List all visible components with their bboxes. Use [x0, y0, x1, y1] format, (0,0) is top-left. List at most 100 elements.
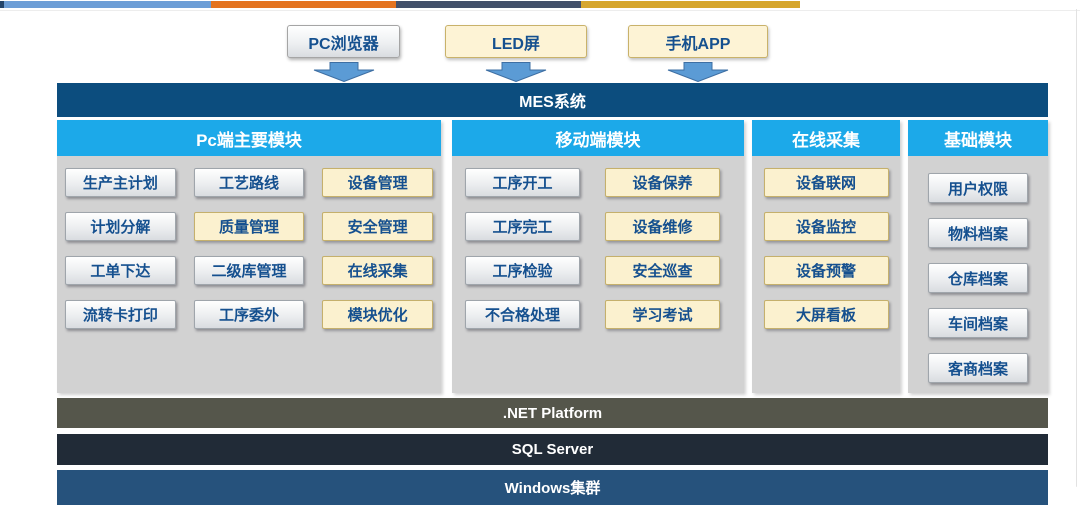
module-button: 工序开工: [465, 168, 580, 197]
module-button-label: 工序委外: [218, 307, 279, 324]
arrow-down-icon: [485, 62, 547, 82]
module-button: 设备预警: [763, 256, 889, 285]
module-button-label: 工艺路线: [218, 175, 279, 192]
mes-system-bar: MES系统: [57, 83, 1048, 117]
panel-online-collection: 在线采集 设备联网设备监控设备预警大屏看板: [752, 120, 900, 393]
module-button: 安全管理: [322, 212, 433, 241]
module-button-label: 学习考试: [632, 307, 693, 324]
module-button: 设备联网: [763, 168, 889, 197]
module-button-label: 大屏看板: [795, 307, 856, 324]
accent-strip-segment: [396, 1, 581, 8]
panel-basic-modules: 基础模块 用户权限物料档案仓库档案车间档案客商档案: [908, 120, 1048, 393]
module-button-label: 设备监控: [795, 219, 856, 236]
panel-basic-modules-header: 基础模块: [908, 120, 1048, 156]
module-button-label: 工序开工: [492, 175, 553, 192]
client-device-box: 手机APP: [628, 25, 768, 58]
client-device: LED屏: [445, 25, 587, 82]
module-button: 流转卡打印: [65, 300, 176, 329]
module-button: 质量管理: [193, 212, 305, 241]
module-button-label: 安全巡查: [632, 263, 693, 280]
module-button: 设备监控: [763, 212, 889, 241]
arrow-down-icon: [313, 62, 374, 82]
module-button: 二级库管理: [193, 256, 305, 285]
module-button-label: 客商档案: [947, 360, 1008, 378]
platform-layer-bar: Windows集群: [57, 470, 1048, 505]
module-button: 工艺路线: [193, 168, 305, 197]
module-button: 设备维修: [605, 212, 720, 241]
module-button-label: 模块优化: [347, 307, 408, 324]
panel-pc-modules-header: Pc端主要模块: [57, 120, 441, 156]
panel-mobile-modules-body: 工序开工 设备保养工序完工 设备维修工序检验 安全巡查不合格处理 学习考试: [452, 156, 744, 329]
module-button: 在线采集: [322, 256, 433, 285]
client-device-label: 手机APP: [665, 35, 731, 53]
module-button: 客商档案: [928, 353, 1028, 383]
module-button-label: 不合格处理: [484, 307, 560, 324]
accent-strip-segment: [4, 1, 211, 8]
client-device-label: PC浏览器: [308, 35, 379, 53]
panel-pc-modules-body: 生产主计划 工艺路线 设备管理计划分解 质量管理 安全管理工单下达 二级库管理 在线采集流转…: [57, 156, 441, 329]
module-button-label: 质量管理: [218, 219, 279, 236]
module-button-label: 流转卡打印: [82, 307, 158, 324]
module-button-label: 二级库管理: [211, 263, 287, 280]
module-button: 用户权限: [928, 173, 1028, 203]
module-button-label: 安全管理: [347, 219, 408, 236]
slide-right-border: [1076, 9, 1077, 487]
client-device-label: LED屏: [491, 35, 540, 53]
platform-layer-label: Windows集群: [504, 480, 601, 497]
module-button: 工序完工: [465, 212, 580, 241]
platform-layer-label: SQL Server: [511, 441, 594, 458]
panel-header-label: 移动端模块: [555, 130, 641, 150]
module-button-label: 车间档案: [947, 315, 1008, 333]
module-button: 设备管理: [322, 168, 433, 197]
module-button-label: 设备联网: [795, 175, 856, 192]
client-device-box: PC浏览器: [287, 25, 400, 58]
panel-online-collection-header: 在线采集: [752, 120, 900, 156]
module-button: 工单下达: [65, 256, 176, 285]
module-button-label: 工序完工: [492, 219, 553, 236]
client-device-box: LED屏: [445, 25, 587, 58]
module-button: 模块优化: [322, 300, 433, 329]
module-button-label: 用户权限: [947, 180, 1008, 198]
panel-mobile-modules-header: 移动端模块: [452, 120, 744, 156]
platform-layer-label: .NET Platform: [502, 404, 603, 422]
arrow-down-icon: [667, 62, 729, 82]
panel-basic-modules-body: 用户权限物料档案仓库档案车间档案客商档案: [908, 156, 1048, 383]
module-button: 车间档案: [928, 308, 1028, 338]
module-button: 物料档案: [928, 218, 1028, 248]
accent-strip: [0, 1, 800, 8]
client-device: 手机APP: [628, 25, 768, 82]
module-button: 工序检验: [465, 256, 580, 285]
panel-header-label: Pc端主要模块: [196, 130, 302, 150]
module-button-label: 计划分解: [90, 219, 151, 236]
panel-mobile-modules: 移动端模块 工序开工 设备保养工序完工 设备维修工序检验 安全巡查不合格处理 学习考试: [452, 120, 744, 393]
module-button: 学习考试: [605, 300, 720, 329]
accent-strip-segment: [581, 1, 800, 8]
module-button-label: 仓库档案: [947, 270, 1008, 288]
module-button: 计划分解: [65, 212, 176, 241]
module-button: 仓库档案: [928, 263, 1028, 293]
panel-pc-modules: Pc端主要模块 生产主计划 工艺路线 设备管理计划分解 质量管理 安全管理工单下达 二级库…: [57, 120, 441, 393]
module-button-label: 在线采集: [347, 263, 408, 280]
module-button-label: 设备预警: [795, 263, 856, 280]
slide-top-border: [0, 10, 1080, 11]
platform-layer-bar: .NET Platform: [57, 398, 1048, 428]
module-button-label: 工序检验: [492, 263, 553, 280]
module-button: 安全巡查: [605, 256, 720, 285]
module-button: 生产主计划: [65, 168, 176, 197]
module-button-label: 设备维修: [632, 219, 693, 236]
module-button-label: 设备保养: [632, 175, 693, 192]
module-button: 大屏看板: [763, 300, 889, 329]
module-button-label: 工单下达: [90, 263, 151, 280]
module-button-label: 设备管理: [347, 175, 408, 192]
accent-strip-segment: [0, 1, 4, 8]
module-button-label: 物料档案: [947, 225, 1008, 243]
module-button: 工序委外: [193, 300, 305, 329]
platform-layer-bar: SQL Server: [57, 434, 1048, 465]
panel-header-label: 基础模块: [944, 130, 1012, 150]
panel-online-collection-body: 设备联网设备监控设备预警大屏看板: [752, 156, 900, 329]
module-button: 设备保养: [605, 168, 720, 197]
module-button-label: 生产主计划: [82, 175, 158, 192]
module-button: 不合格处理: [465, 300, 580, 329]
panel-header-label: 在线采集: [792, 130, 860, 150]
mes-system-title: MES系统: [519, 94, 586, 111]
